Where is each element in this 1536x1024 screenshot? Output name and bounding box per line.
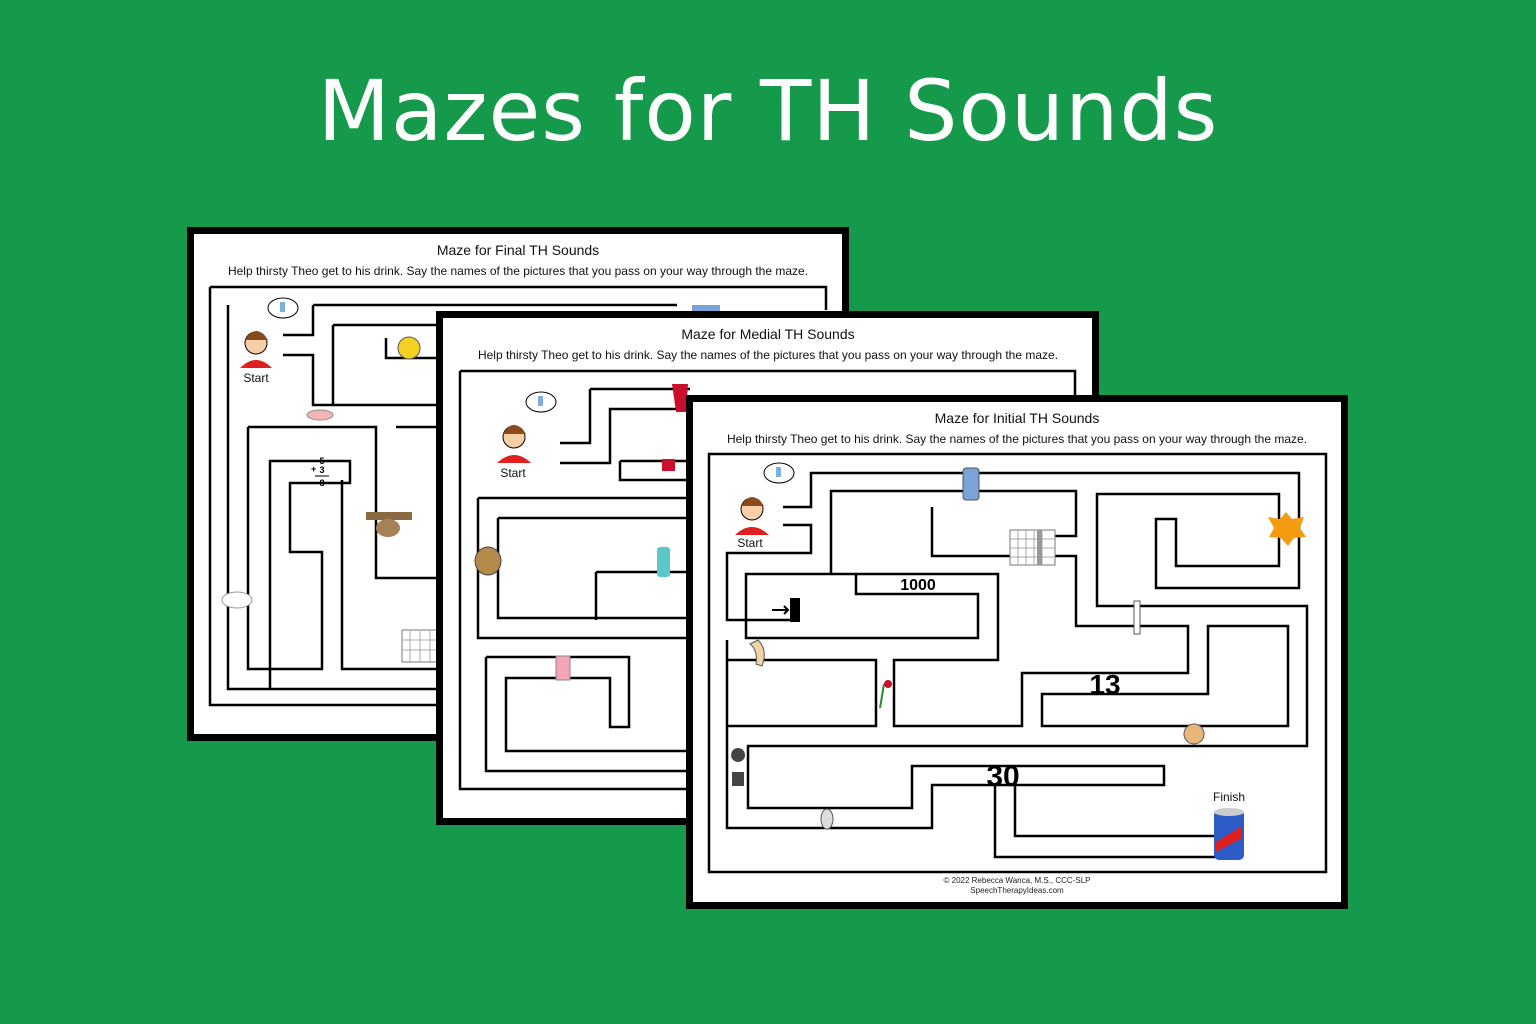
- swimsuit-icon: [672, 384, 688, 412]
- start-label: Start: [500, 466, 526, 480]
- svg-text:+: +: [311, 464, 316, 474]
- worksheet-instructions: Help thirsty Theo get to his drink. Say …: [727, 432, 1307, 446]
- maze-final-th: Maze for Final TH Sounds Help thirsty Th…: [208, 242, 828, 707]
- svg-text:8: 8: [319, 478, 324, 488]
- thermometer-icon: [1133, 600, 1141, 635]
- svg-text:3: 3: [319, 465, 324, 475]
- maze-walls: [208, 285, 828, 707]
- worksheet-title: Maze for Medial TH Sounds: [681, 326, 854, 342]
- smoothie-icon: [555, 655, 571, 681]
- glass-icon: [692, 305, 720, 313]
- maze-walls: [458, 369, 1077, 791]
- number-1000: 1000: [900, 577, 936, 594]
- start-label: Start: [737, 536, 763, 550]
- thought-bubble-icon: [763, 462, 795, 484]
- worksheet-title: Maze for Final TH Sounds: [437, 242, 599, 258]
- boy-icon: [240, 331, 272, 368]
- shirt-icon: [662, 459, 675, 471]
- start-label: Start: [243, 371, 269, 385]
- maze-frame: [707, 452, 1328, 874]
- website-text: SpeechTherapyIdeas.com: [970, 886, 1064, 895]
- maze-walls: [725, 471, 1309, 859]
- battery-icon: [790, 598, 800, 622]
- copyright-text: © 2022 Rebecca Wanca, M.S., CCC-SLP: [944, 876, 1091, 885]
- calendar-icon: [1009, 529, 1056, 566]
- plate-icon: [820, 808, 834, 830]
- boy-icon: [735, 497, 769, 535]
- number-13: 13: [1089, 669, 1120, 700]
- worksheet-initial-th: Maze for Initial TH Sounds Help thirsty …: [686, 395, 1348, 909]
- maze-medial-th: Maze for Medial TH Sounds Help thirsty T…: [458, 326, 1077, 791]
- foot-icon: [749, 639, 765, 667]
- rose-icon: [879, 683, 885, 709]
- thumbs-up-icon: [1183, 723, 1205, 745]
- calendar-icon: [401, 629, 439, 663]
- worksheet-instructions: Help thirsty Theo get to his drink. Say …: [478, 348, 1058, 362]
- worksheet-title: Maze for Initial TH Sounds: [935, 410, 1100, 426]
- thought-bubble-icon: [267, 297, 299, 319]
- teeth-icon: [221, 591, 253, 609]
- snake-icon: [474, 546, 502, 576]
- burglar-icon: [731, 748, 746, 786]
- arrow-icon: [772, 605, 790, 615]
- worksheet-instructions: Help thirsty Theo get to his drink. Say …: [228, 264, 808, 278]
- boy-icon: [497, 425, 531, 463]
- lips-icon: [306, 409, 334, 421]
- glass-icon: [962, 467, 980, 501]
- wheel-icon: [397, 336, 421, 360]
- bottle-icon: [657, 547, 670, 577]
- rose-bloom: [884, 680, 892, 688]
- number-30: 30: [986, 760, 1019, 793]
- svg-text:5: 5: [319, 456, 324, 466]
- maze-initial-th: Maze for Initial TH Sounds Help thirsty …: [707, 410, 1328, 895]
- thought-bubble-icon: [525, 391, 557, 413]
- boom-icon: [1268, 512, 1306, 546]
- fraction-problem: 5 + 3 8: [311, 456, 329, 488]
- page-title: Mazes for TH Sounds: [317, 62, 1219, 160]
- finish-label: Finish: [1213, 790, 1245, 804]
- soda-can-icon: [1214, 808, 1244, 860]
- sloth-icon: [366, 512, 412, 537]
